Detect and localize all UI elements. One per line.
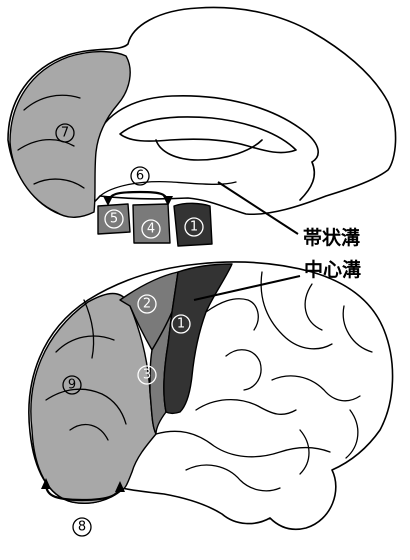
corpus-callosum-inner [119,116,297,154]
lateral-hemisphere-outline [28,261,394,531]
badge-8-text: 8 [78,520,86,535]
temporal-sulcus-d [185,464,281,492]
badge-8: 8 [72,517,92,537]
cingulate-sulcus-pointer [217,181,299,235]
region-4 [132,203,171,244]
central-sulcus-label: 中心溝 [304,258,361,281]
medial-brain-view: 7 6 5 4 1 帯状溝 [7,6,397,249]
cingulate-sulcus-label: 帯状溝 [303,226,360,249]
region-9-sulcus-b [45,388,127,425]
badge-6-text: 6 [136,169,144,184]
parietal-sulcus-a [260,271,333,350]
badge-7: 7 [55,123,75,143]
region-9-sulcus-d [83,299,95,359]
region-5 [97,203,131,235]
badge-9: 9 [62,375,82,395]
badge-3-text: 3 [143,368,151,383]
corpus-callosum-upper [93,94,319,163]
central-region-sulcus-a [205,298,259,331]
occipital-sulcus [345,409,359,459]
temporal-sulcus-e [299,429,310,475]
region-8-arrowhead-left [41,478,51,489]
badge-7-text: 7 [61,126,69,141]
lateral-brain-view: 2 1 3 9 8 中心溝 [28,258,394,537]
region-1-medial [173,202,213,247]
parietal-sulcus-c [342,305,373,353]
badge-1-medial-text: 1 [190,220,198,235]
region-7-sulcus-a [23,94,81,111]
badge-1-medial: 1 [184,217,204,237]
badge-5: 5 [104,209,124,229]
parietal-sulcus-b [304,283,323,331]
badge-1-lateral: 1 [171,314,191,334]
central-sulcus-pointer [193,275,301,301]
badge-5-text: 5 [110,212,118,227]
badge-2: 2 [137,294,157,314]
badge-2-text: 2 [143,297,151,312]
badge-4: 4 [141,219,161,239]
region-1-lateral [163,263,233,415]
region-7-sulcus-b [17,139,75,151]
badge-6: 6 [130,166,150,186]
fornix-curve [155,139,263,161]
region-9-sulcus-a [55,335,115,353]
temporal-sulcus-c [271,375,361,402]
sylvian-fissure [155,430,331,458]
temporal-sulcus-a [195,398,297,416]
region-9-sulcus-c [69,423,109,441]
medial-hemisphere-outline [7,6,397,216]
badge-1-lateral-text: 1 [177,317,185,332]
region-7-medial [9,50,131,218]
badge-9-text: 9 [68,378,76,393]
badge-4-text: 4 [147,222,155,237]
region-6-arrowhead-left [103,196,113,206]
temporal-sulcus-b [225,349,262,391]
region-6-arrowhead-right [163,196,173,206]
badge-3: 3 [137,365,157,385]
region-8-bracket [44,483,122,502]
region-7-sulcus-c [33,178,85,189]
brainstem-curve [299,161,316,201]
region-8-arrowhead-right [115,481,125,492]
